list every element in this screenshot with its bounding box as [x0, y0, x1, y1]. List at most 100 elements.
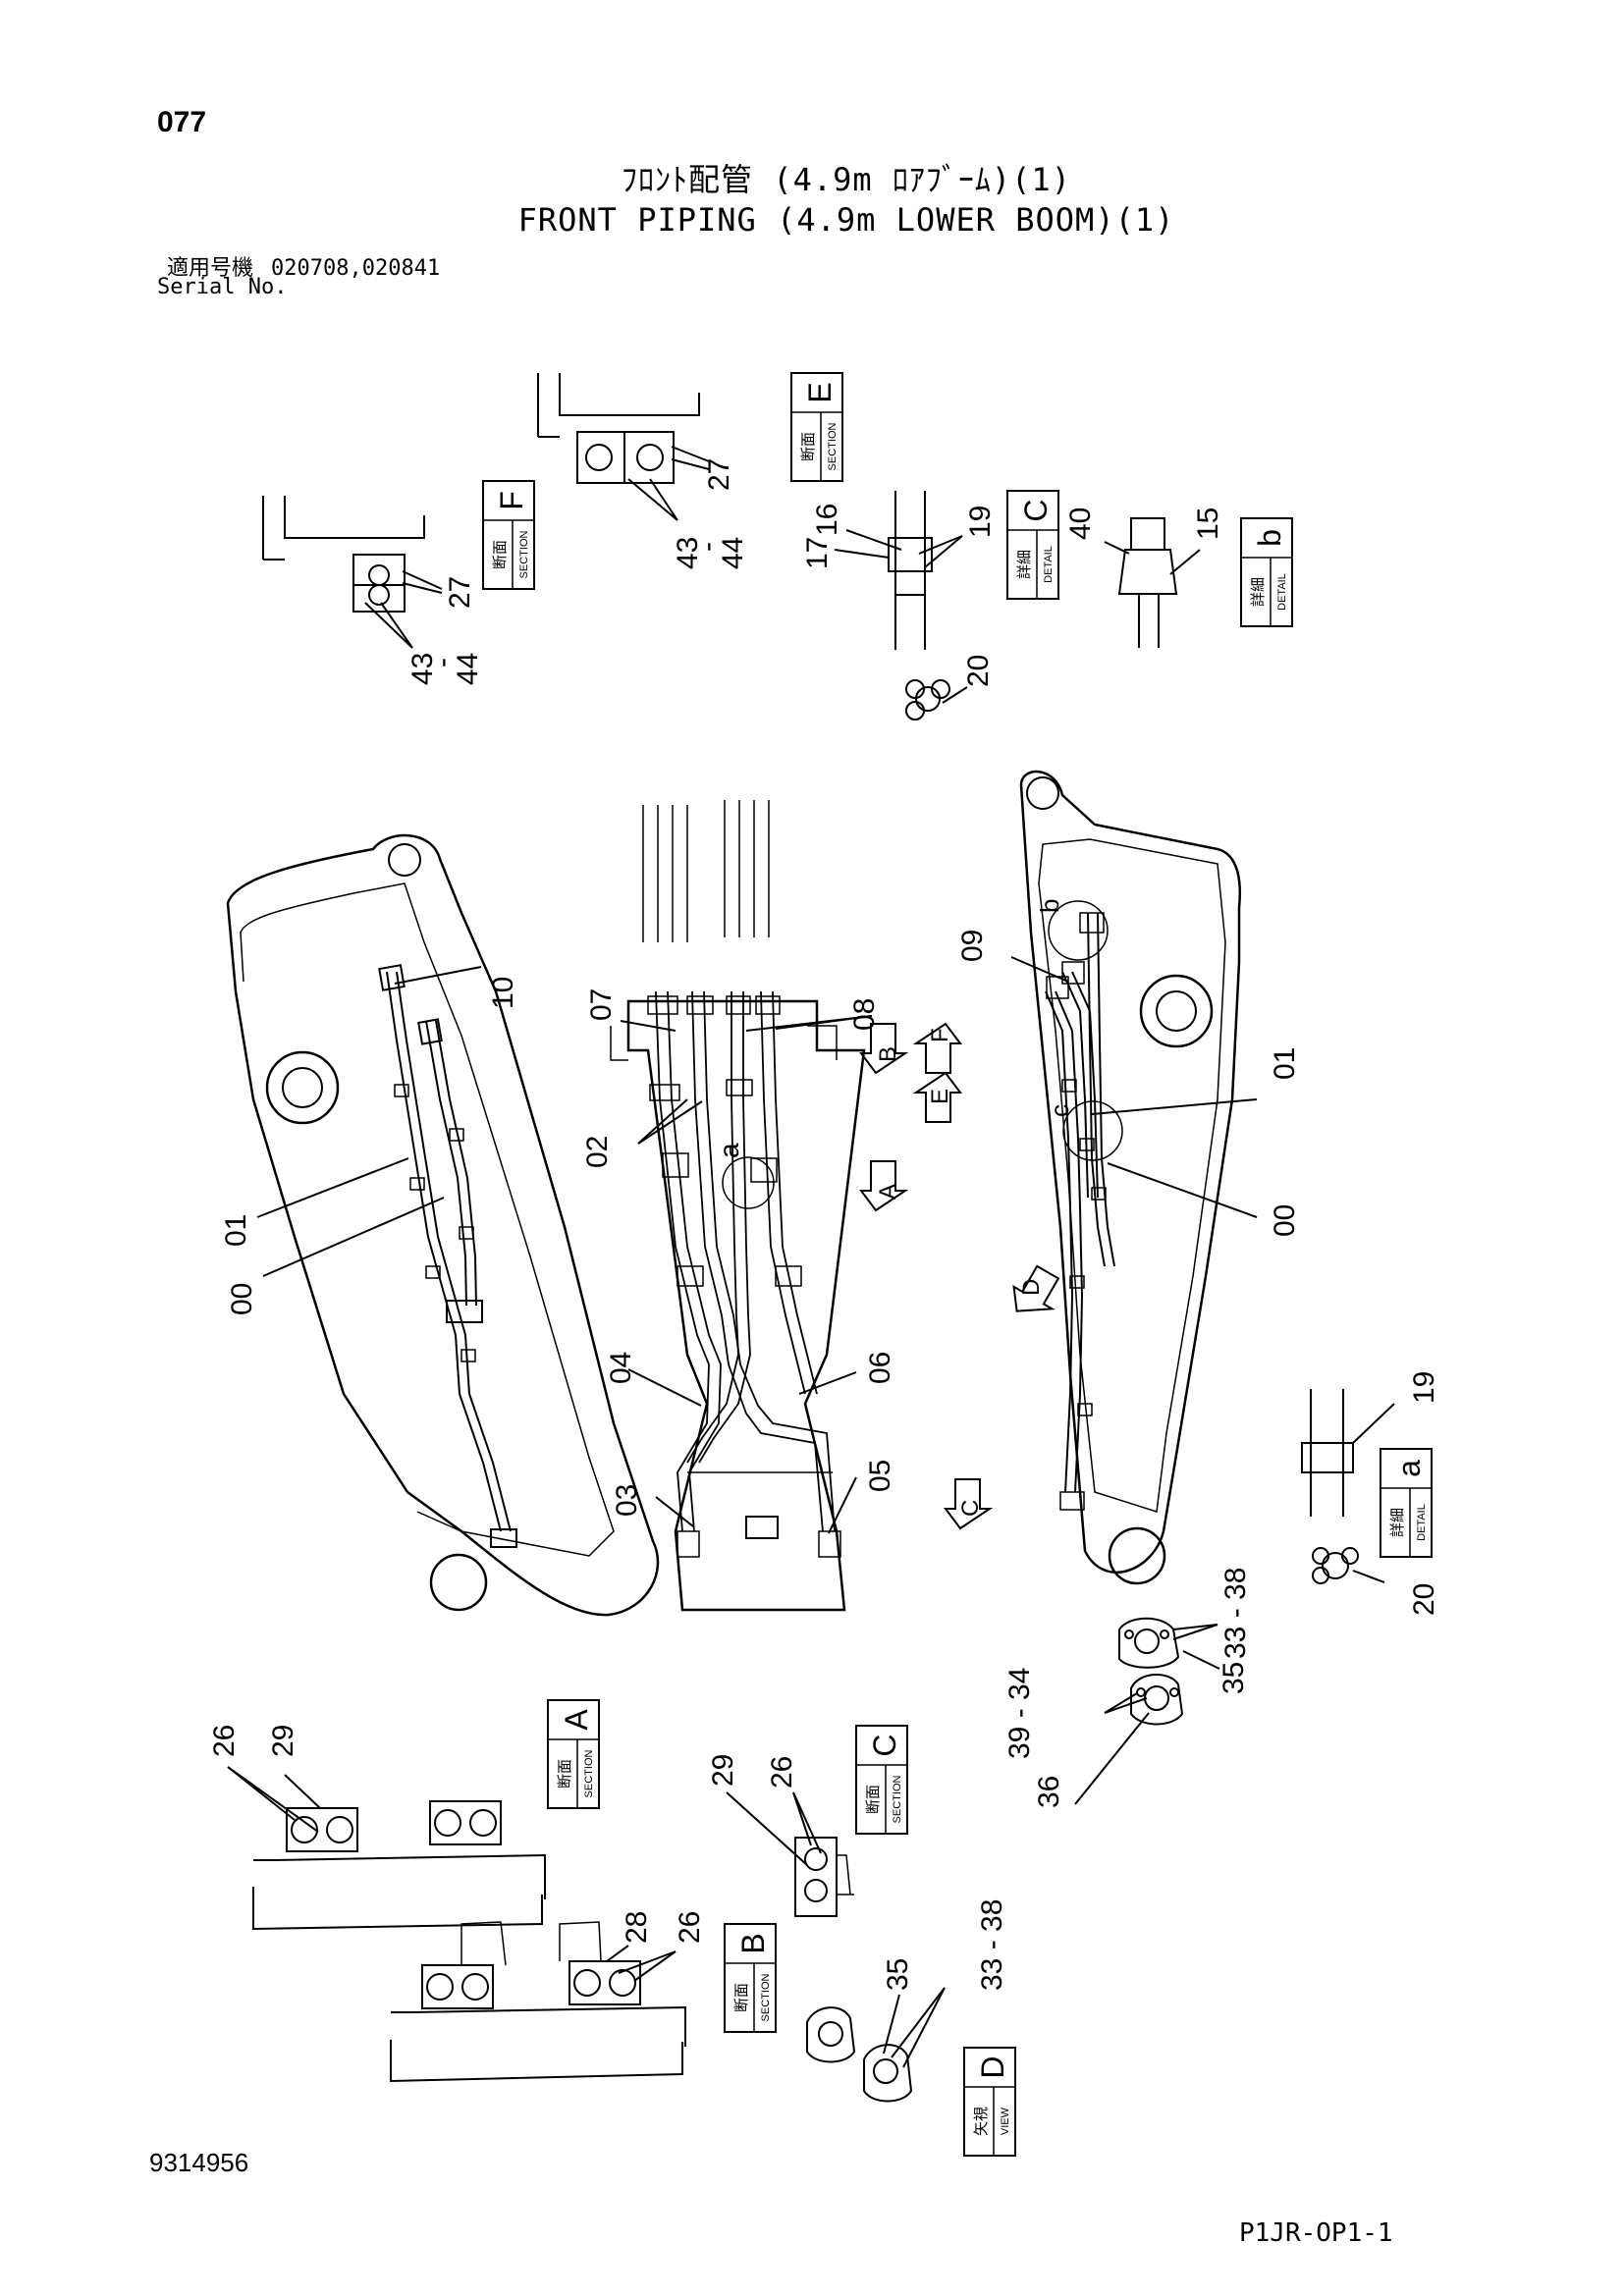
callout-27-f: 27	[444, 576, 476, 609]
callout-00-left: 00	[226, 1283, 258, 1315]
detail-marker-b: b	[1035, 899, 1064, 913]
detail-a-letter: a	[1391, 1460, 1427, 1477]
serial-row-japanese: 適用号機 020708,020841	[167, 250, 440, 282]
page-number: 077	[157, 106, 207, 138]
arrow-c-label: C	[957, 1500, 984, 1517]
detail-b-letter: b	[1252, 529, 1287, 547]
serial-label-english: Serial No.	[157, 275, 288, 299]
section-a-view: 26 29 断面 SECTION A	[208, 1699, 600, 1931]
detail-b-view: 40 15 詳細 DETAIL b	[1064, 507, 1293, 648]
callout-35-top: 35	[1218, 1662, 1250, 1694]
callout-dash-f: -	[426, 658, 459, 667]
callout-33-38-top: 33 - 38	[1219, 1568, 1252, 1659]
callout-29-c: 29	[707, 1754, 739, 1787]
sheet-code: P1JR-OP1-1	[1239, 2218, 1393, 2248]
section-c-en: SECTION	[892, 1776, 903, 1824]
callout-19-a: 19	[1408, 1371, 1440, 1404]
section-c-view: 29 26 断面 SECTION C	[707, 1725, 908, 1917]
callout-19-c: 19	[964, 506, 997, 538]
section-f-letter: F	[494, 491, 529, 510]
callout-39-34: 39 - 34	[1003, 1668, 1036, 1759]
section-b-jp: 断面	[733, 1983, 750, 2012]
detail-a-en: DETAIL	[1416, 1504, 1428, 1541]
callout-10: 10	[487, 977, 519, 1009]
callout-43-e: 43	[672, 537, 704, 569]
detail-marker-a: a	[714, 1143, 744, 1158]
arrow-e-label: E	[927, 1089, 953, 1104]
callout-07: 07	[585, 988, 618, 1021]
arrow-a-label: A	[875, 1184, 901, 1200]
callout-04: 04	[605, 1352, 637, 1384]
arrow-f-label: F	[927, 1028, 953, 1042]
view-d-letter: D	[975, 2056, 1010, 2078]
section-e-letter: E	[802, 382, 838, 402]
drawing-number: 9314956	[149, 2148, 249, 2177]
callout-17: 17	[801, 537, 834, 569]
detail-b-jp: 詳細	[1250, 577, 1267, 607]
section-a-jp: 断面	[557, 1759, 573, 1789]
callout-27-e: 27	[703, 458, 735, 491]
section-a-en: SECTION	[583, 1750, 595, 1798]
callout-44-e: 44	[717, 537, 749, 569]
view-d-flanges: 35 33 - 38 矢視 VIEW D	[806, 1899, 1016, 2157]
section-e-jp: 断面	[800, 432, 817, 461]
section-f-view: 断面 SECTION F 27 43 - 44	[262, 480, 535, 685]
callout-09: 09	[956, 930, 989, 962]
callout-20-a: 20	[1408, 1583, 1440, 1616]
callout-26-b: 26	[674, 1911, 706, 1944]
detail-b-en: DETAIL	[1276, 573, 1288, 611]
section-f-jp: 断面	[492, 540, 509, 569]
callout-02: 02	[581, 1136, 614, 1168]
callout-16: 16	[811, 504, 843, 536]
detail-c-en: DETAIL	[1043, 546, 1055, 583]
detail-a-view: 19 20 詳細 DETAIL a	[1301, 1371, 1440, 1616]
left-boom-side-view: 10 01 00	[220, 833, 660, 1617]
callout-06: 06	[864, 1352, 896, 1384]
section-b-letter: B	[735, 1933, 771, 1953]
callout-44-f: 44	[452, 653, 484, 685]
callout-05: 05	[864, 1460, 896, 1492]
view-d-en: VIEW	[1000, 2107, 1011, 2135]
serial-label-jp: 適用号機	[167, 256, 254, 281]
callout-dash-e: -	[691, 542, 724, 552]
detail-c-jp: 詳細	[1016, 550, 1033, 579]
callout-40: 40	[1064, 507, 1097, 540]
section-f-en: SECTION	[518, 531, 530, 579]
section-e-view: 断面 SECTION E 27 43 - 44	[537, 372, 843, 569]
arrow-d-label: D	[1018, 1279, 1045, 1296]
callout-43-f: 43	[406, 653, 439, 685]
callout-26-c: 26	[766, 1756, 798, 1789]
title-japanese: ﾌﾛﾝﾄ配管 (4.9m ﾛｱﾌﾞｰﾑ)(1)	[622, 161, 1071, 198]
center-boom-top-view: 07 08 02 04 06 05 03 a	[581, 800, 896, 1612]
section-b-en: SECTION	[760, 1974, 772, 2022]
callout-15: 15	[1192, 507, 1224, 540]
right-boom-side-view: 09 01 00 b c	[956, 770, 1301, 1585]
detail-c-letter: C	[1018, 499, 1054, 521]
callout-00-right: 00	[1269, 1204, 1301, 1237]
section-e-en: SECTION	[827, 423, 839, 471]
callout-28: 28	[621, 1911, 653, 1944]
detail-a-jp: 詳細	[1389, 1508, 1406, 1537]
callout-26-a: 26	[208, 1725, 241, 1757]
callout-29-a: 29	[267, 1725, 299, 1757]
view-arrows: B F E A C D	[859, 1022, 1060, 1530]
title-english: FRONT PIPING (4.9m LOWER BOOM)(1)	[517, 201, 1175, 239]
callout-03: 03	[611, 1484, 643, 1517]
callout-08: 08	[848, 998, 881, 1031]
serial-numbers: 020708,020841	[271, 256, 441, 281]
callout-36: 36	[1033, 1776, 1065, 1808]
callout-01-right: 01	[1269, 1047, 1301, 1080]
section-c-jp: 断面	[865, 1785, 882, 1814]
flange-set-view: 33 - 38 35 39 - 34 36	[1003, 1568, 1252, 1808]
section-c-letter: C	[867, 1734, 902, 1756]
view-d-jp: 矢視	[973, 2107, 990, 2136]
callout-01-left: 01	[220, 1214, 252, 1247]
callout-20-c: 20	[962, 655, 995, 687]
arrow-b-label: B	[875, 1046, 901, 1062]
section-b-view: 28 26 断面 SECTION B	[390, 1911, 777, 2083]
callout-33-38-d: 33 - 38	[976, 1899, 1008, 1991]
section-a-letter: A	[559, 1709, 594, 1731]
callout-35-d: 35	[882, 1958, 914, 1991]
detail-c-view: 16 17 19 20 詳細 DETAIL C	[801, 490, 1059, 721]
